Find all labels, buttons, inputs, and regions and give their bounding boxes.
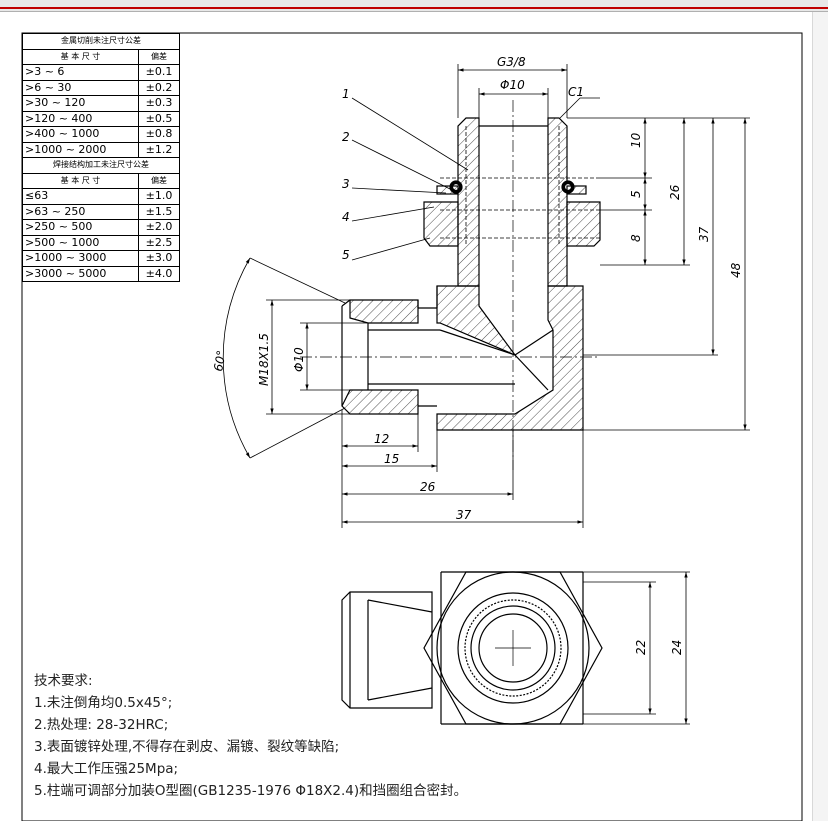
callout-5: 5 <box>342 248 350 262</box>
table-row: >400 ~ 1000±0.8 <box>22 126 180 143</box>
technical-requirements: 技术要求: 1.未注倒角均0.5x45°; 2.热处理: 28-32HRC; 3… <box>34 670 467 802</box>
top-dimension-lines <box>457 64 600 119</box>
callout-2: 2 <box>342 130 350 144</box>
dim-bv24: 24 <box>670 640 684 655</box>
table-row: >30 ~ 120±0.3 <box>22 95 180 112</box>
dim-h48: 48 <box>729 262 743 278</box>
dim-chamfer: C1 <box>568 85 584 99</box>
right-dimension-lines <box>567 117 750 431</box>
table-row: >1000 ~ 3000±3.0 <box>22 250 180 267</box>
callout-3: 3 <box>342 177 350 191</box>
table2-title: 焊接结构加工未注尺寸公差 <box>22 157 180 174</box>
dim-w37: 37 <box>456 508 472 522</box>
top-accent-line <box>0 7 828 9</box>
note-item: 1.未注倒角均0.5x45°; <box>34 695 173 711</box>
table1-col-size: 基 本 尺 寸 <box>22 48 139 65</box>
note-item: 5.柱端可调部分加装O型圈(GB1235-1976 Φ18X2.4)和挡圈组合密… <box>34 783 468 799</box>
table-row: ≤63±1.0 <box>22 188 180 205</box>
table2-col-size: 基 本 尺 寸 <box>22 172 139 189</box>
dim-w12: 12 <box>374 432 389 446</box>
window-top-bar <box>0 0 828 12</box>
callout-4: 4 <box>342 210 350 224</box>
dim-bv22: 22 <box>634 640 648 655</box>
table-row: >3 ~ 6±0.1 <box>22 64 180 81</box>
table-row: >6 ~ 30±0.2 <box>22 79 180 96</box>
notes-heading: 技术要求: <box>34 673 93 689</box>
dim-h8: 8 <box>629 234 643 242</box>
callout-numbers: 1 2 3 4 5 <box>342 87 350 262</box>
callout-leaders <box>351 97 469 261</box>
note-item: 3.表面镀锌处理,不得存在剥皮、漏镀、裂纹等缺陷; <box>34 739 340 755</box>
note-item: 2.热处理: 28-32HRC; <box>34 717 169 733</box>
table2-col-dev: 偏差 <box>138 172 180 189</box>
note-item: 4.最大工作压强25Mpa; <box>34 761 179 777</box>
dim-h26: 26 <box>668 184 682 200</box>
drawing-frame <box>21 32 803 821</box>
dim-thread-top: G3/8 <box>497 55 526 69</box>
bottom-dimension-lines <box>341 410 584 528</box>
table-row: >120 ~ 400±0.5 <box>22 110 180 127</box>
front-section-view <box>300 100 601 470</box>
dim-dia-side: Φ10 <box>292 347 306 372</box>
callout-1: 1 <box>342 87 350 101</box>
dim-h10: 10 <box>629 132 643 148</box>
tolerance-table: 金属切削未注尺寸公差 基 本 尺 寸偏差 >3 ~ 6±0.1 >6 ~ 30±… <box>22 33 180 282</box>
table-row: >500 ~ 1000±2.5 <box>22 234 180 251</box>
table-row: >63 ~ 250±1.5 <box>22 203 180 220</box>
left-dimension-lines <box>222 257 368 459</box>
table-row: >250 ~ 500±2.0 <box>22 219 180 236</box>
table-row: >3000 ~ 5000±4.0 <box>22 265 180 282</box>
table-row: >1000 ~ 2000±1.2 <box>22 141 180 158</box>
dim-angle: 60° <box>211 349 228 372</box>
dim-h37: 37 <box>697 226 711 242</box>
dim-dia-top: Φ10 <box>500 78 525 92</box>
sheet-scroll-margin[interactable] <box>812 12 828 821</box>
dim-w26: 26 <box>420 480 436 494</box>
dim-h5: 5 <box>629 190 643 198</box>
table1-col-dev: 偏差 <box>138 48 180 65</box>
dim-w15: 15 <box>384 452 399 466</box>
table1-title: 金属切削未注尺寸公差 <box>22 33 180 50</box>
bottom-view-dimension-lines <box>560 571 690 725</box>
dim-thread-side: M18X1.5 <box>257 333 271 386</box>
